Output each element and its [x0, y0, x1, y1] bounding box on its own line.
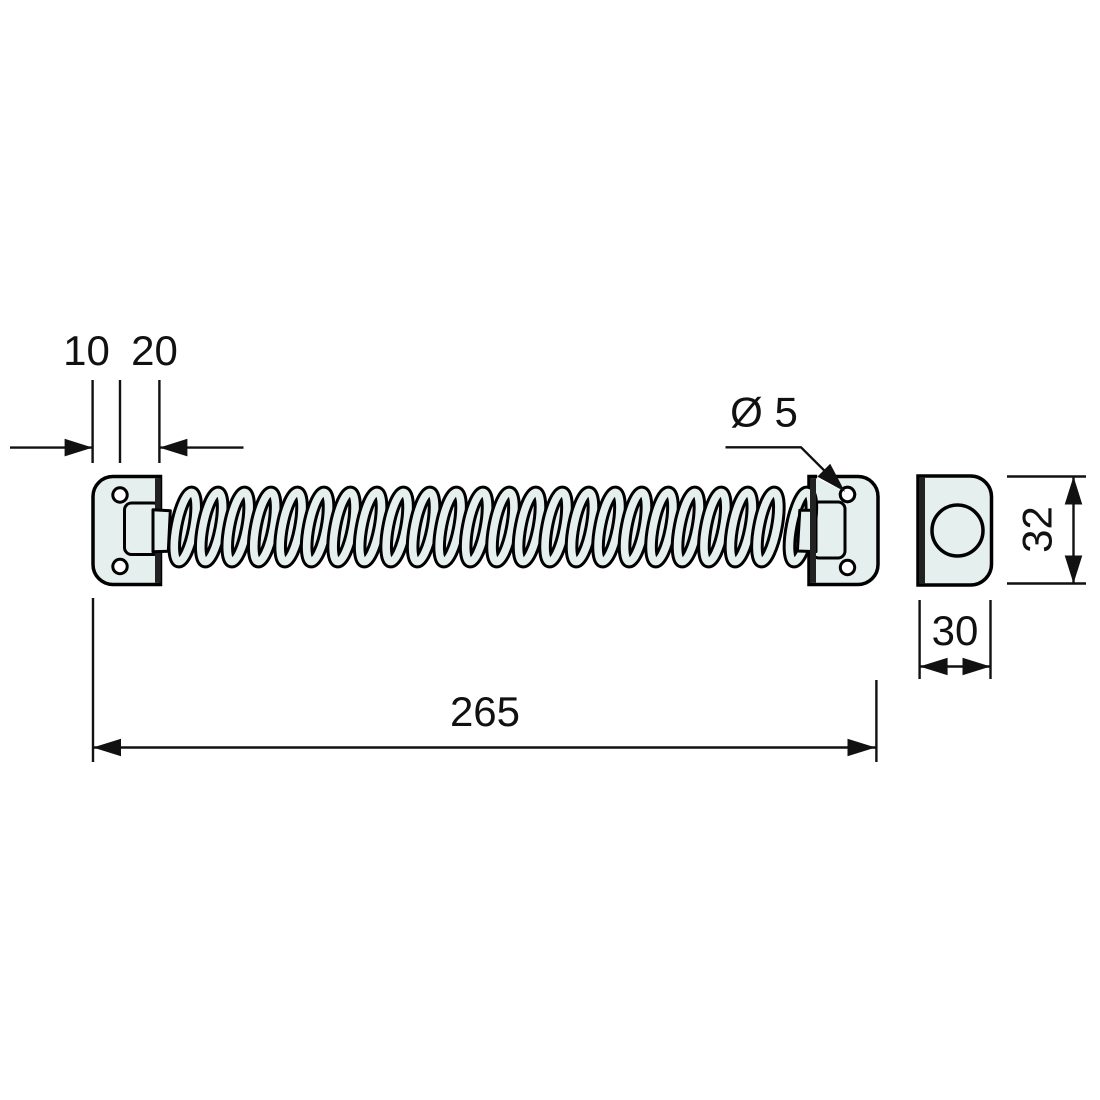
svg-text:30: 30 — [932, 607, 979, 654]
svg-text:10: 10 — [63, 327, 110, 374]
svg-text:265: 265 — [450, 688, 520, 735]
svg-text:Ø 5: Ø 5 — [730, 389, 798, 436]
svg-text:20: 20 — [131, 327, 178, 374]
svg-text:32: 32 — [1014, 506, 1061, 553]
